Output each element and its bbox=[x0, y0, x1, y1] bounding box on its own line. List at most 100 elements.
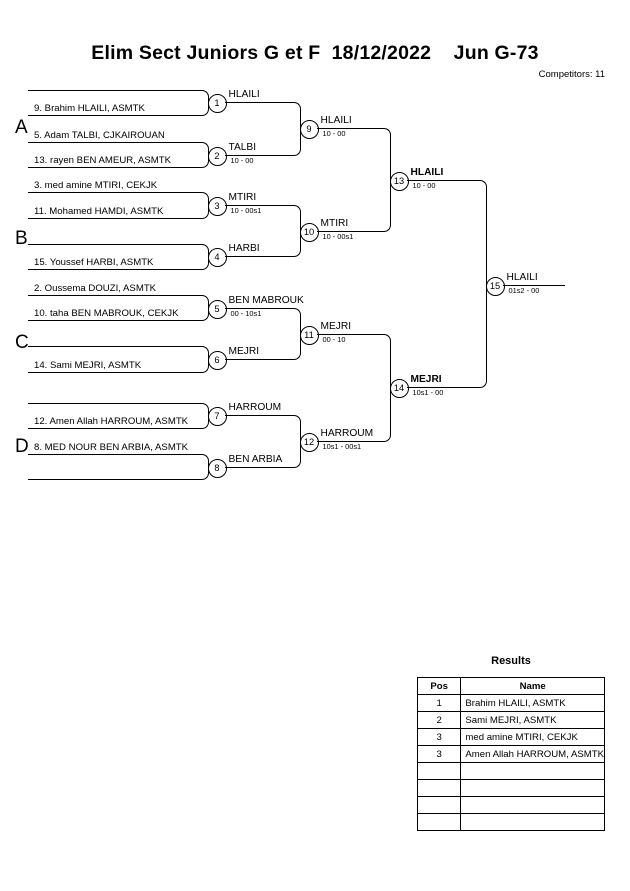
final-feed-line bbox=[406, 387, 474, 388]
results-position: 1 bbox=[416, 694, 462, 712]
entrant-name: 11. Mohamed HAMDI, ASMTK bbox=[34, 206, 164, 217]
bout-number-12[interactable]: 12 bbox=[299, 432, 319, 452]
round3-elbow-top bbox=[377, 334, 391, 388]
bout-number-13[interactable]: 13 bbox=[389, 171, 409, 191]
entrant-line bbox=[28, 269, 199, 270]
entrant-line bbox=[28, 403, 199, 404]
entrant-line bbox=[28, 295, 199, 296]
bracket-elbow-top bbox=[198, 346, 209, 360]
bracket-elbow-top bbox=[198, 192, 209, 206]
bracket-elbow-bottom bbox=[198, 359, 209, 373]
bracket-elbow-bottom bbox=[198, 415, 209, 429]
bracket-elbow-bottom bbox=[198, 256, 209, 270]
round2-elbow-top bbox=[287, 102, 301, 129]
bracket-elbow-bottom bbox=[198, 308, 209, 321]
bout-winner-12: HARROUM bbox=[320, 428, 374, 439]
results-name bbox=[460, 779, 605, 797]
bout-number-11[interactable]: 11 bbox=[299, 325, 319, 345]
bout-number-1[interactable]: 1 bbox=[207, 93, 227, 113]
results-position bbox=[416, 796, 462, 814]
round3-feed-line bbox=[316, 128, 378, 129]
results-position: 2 bbox=[416, 711, 462, 729]
round3-elbow-bottom bbox=[377, 387, 391, 442]
bout-winner-14: MEJRI bbox=[410, 374, 442, 385]
bout-winner-5: BEN MABROUK bbox=[228, 295, 304, 306]
round2-feed-line bbox=[224, 415, 288, 416]
entrant-name: 12. Amen Allah HARROUM, ASMTK bbox=[34, 416, 189, 427]
results-col-name: Name bbox=[460, 677, 605, 695]
entrant-name: 5. Adam TALBI, CJKAIROUAN bbox=[34, 130, 165, 141]
group-letter-D: D bbox=[15, 436, 29, 457]
bout-number-14[interactable]: 14 bbox=[389, 378, 409, 398]
bout-number-8[interactable]: 8 bbox=[207, 458, 227, 478]
group-letter-B: B bbox=[15, 228, 28, 249]
bracket-elbow-bottom bbox=[198, 467, 209, 480]
entrant-line bbox=[28, 320, 199, 321]
entrant-name: 3. med amine MTIRI, CEKJK bbox=[34, 180, 158, 191]
results-position: 3 bbox=[416, 745, 462, 763]
page-title: Elim Sect Juniors G et F 18/12/2022 Jun … bbox=[91, 42, 539, 64]
results-header-row: Pos Name bbox=[416, 677, 605, 695]
round2-elbow-top bbox=[287, 308, 301, 335]
bout-winner-2: TALBI bbox=[228, 142, 257, 153]
entrant-line bbox=[28, 142, 199, 143]
round2-elbow-bottom bbox=[287, 231, 301, 257]
round2-feed-line bbox=[224, 308, 288, 309]
results-name bbox=[460, 796, 605, 814]
round2-feed-line bbox=[224, 102, 288, 103]
round2-feed-line bbox=[224, 256, 288, 257]
results-name: Sami MEJRI, ASMTK bbox=[460, 711, 605, 729]
entrant-line bbox=[28, 167, 199, 168]
results-name: Brahim HLAILI, ASMTK bbox=[460, 694, 605, 712]
entrant-name: 10. taha BEN MABROUK, CEKJK bbox=[34, 308, 179, 319]
round2-elbow-bottom bbox=[287, 128, 301, 156]
bout-number-5[interactable]: 5 bbox=[207, 299, 227, 319]
bout-winner-4: HARBI bbox=[228, 243, 260, 254]
results-position bbox=[416, 779, 462, 797]
bout-number-3[interactable]: 3 bbox=[207, 196, 227, 216]
entrant-line bbox=[28, 479, 199, 480]
final-winner: HLAILI bbox=[506, 272, 538, 283]
bracket-elbow-top bbox=[198, 90, 209, 103]
round2-feed-line bbox=[224, 155, 288, 156]
entrant-line bbox=[28, 428, 199, 429]
bout-number-6[interactable]: 6 bbox=[207, 350, 227, 370]
final-elbow-top bbox=[473, 180, 487, 286]
bout-number-15[interactable]: 15 bbox=[485, 276, 505, 296]
competitors-count: Competitors: 11 bbox=[538, 69, 605, 80]
bout-winner-3: MTIRI bbox=[228, 192, 257, 203]
entrant-line bbox=[28, 244, 199, 245]
results-name bbox=[460, 813, 605, 831]
bracket-elbow-bottom bbox=[198, 205, 209, 219]
entrant-name: 9. Brahim HLAILI, ASMTK bbox=[34, 103, 145, 114]
bracket-elbow-top bbox=[198, 244, 209, 257]
bracket-elbow-bottom bbox=[198, 102, 209, 116]
round3-feed-line bbox=[316, 441, 378, 442]
bout-number-7[interactable]: 7 bbox=[207, 406, 227, 426]
round2-elbow-top bbox=[287, 415, 301, 442]
group-letter-C: C bbox=[15, 332, 29, 353]
bout-winner-7: HARROUM bbox=[228, 402, 282, 413]
entrant-line bbox=[28, 90, 199, 91]
results-title: Results bbox=[491, 655, 531, 667]
entrant-name: 8. MED NOUR BEN ARBIA, ASMTK bbox=[34, 442, 189, 453]
results-row bbox=[416, 779, 605, 797]
bout-number-4[interactable]: 4 bbox=[207, 247, 227, 267]
bout-winner-11: MEJRI bbox=[320, 321, 352, 332]
bout-number-2[interactable]: 2 bbox=[207, 146, 227, 166]
round2-feed-line bbox=[224, 205, 288, 206]
entrant-line bbox=[28, 454, 199, 455]
champion-line bbox=[502, 285, 565, 286]
round2-feed-line bbox=[224, 467, 288, 468]
round3-elbow-top bbox=[377, 128, 391, 181]
bout-number-10[interactable]: 10 bbox=[299, 222, 319, 242]
results-name bbox=[460, 762, 605, 780]
round2-elbow-bottom bbox=[287, 441, 301, 468]
bout-score-5: 00 - 10s1 bbox=[230, 309, 262, 318]
bout-number-9[interactable]: 9 bbox=[299, 119, 319, 139]
entrant-line bbox=[28, 218, 199, 219]
results-position: 3 bbox=[416, 728, 462, 746]
entrant-line bbox=[28, 115, 199, 116]
